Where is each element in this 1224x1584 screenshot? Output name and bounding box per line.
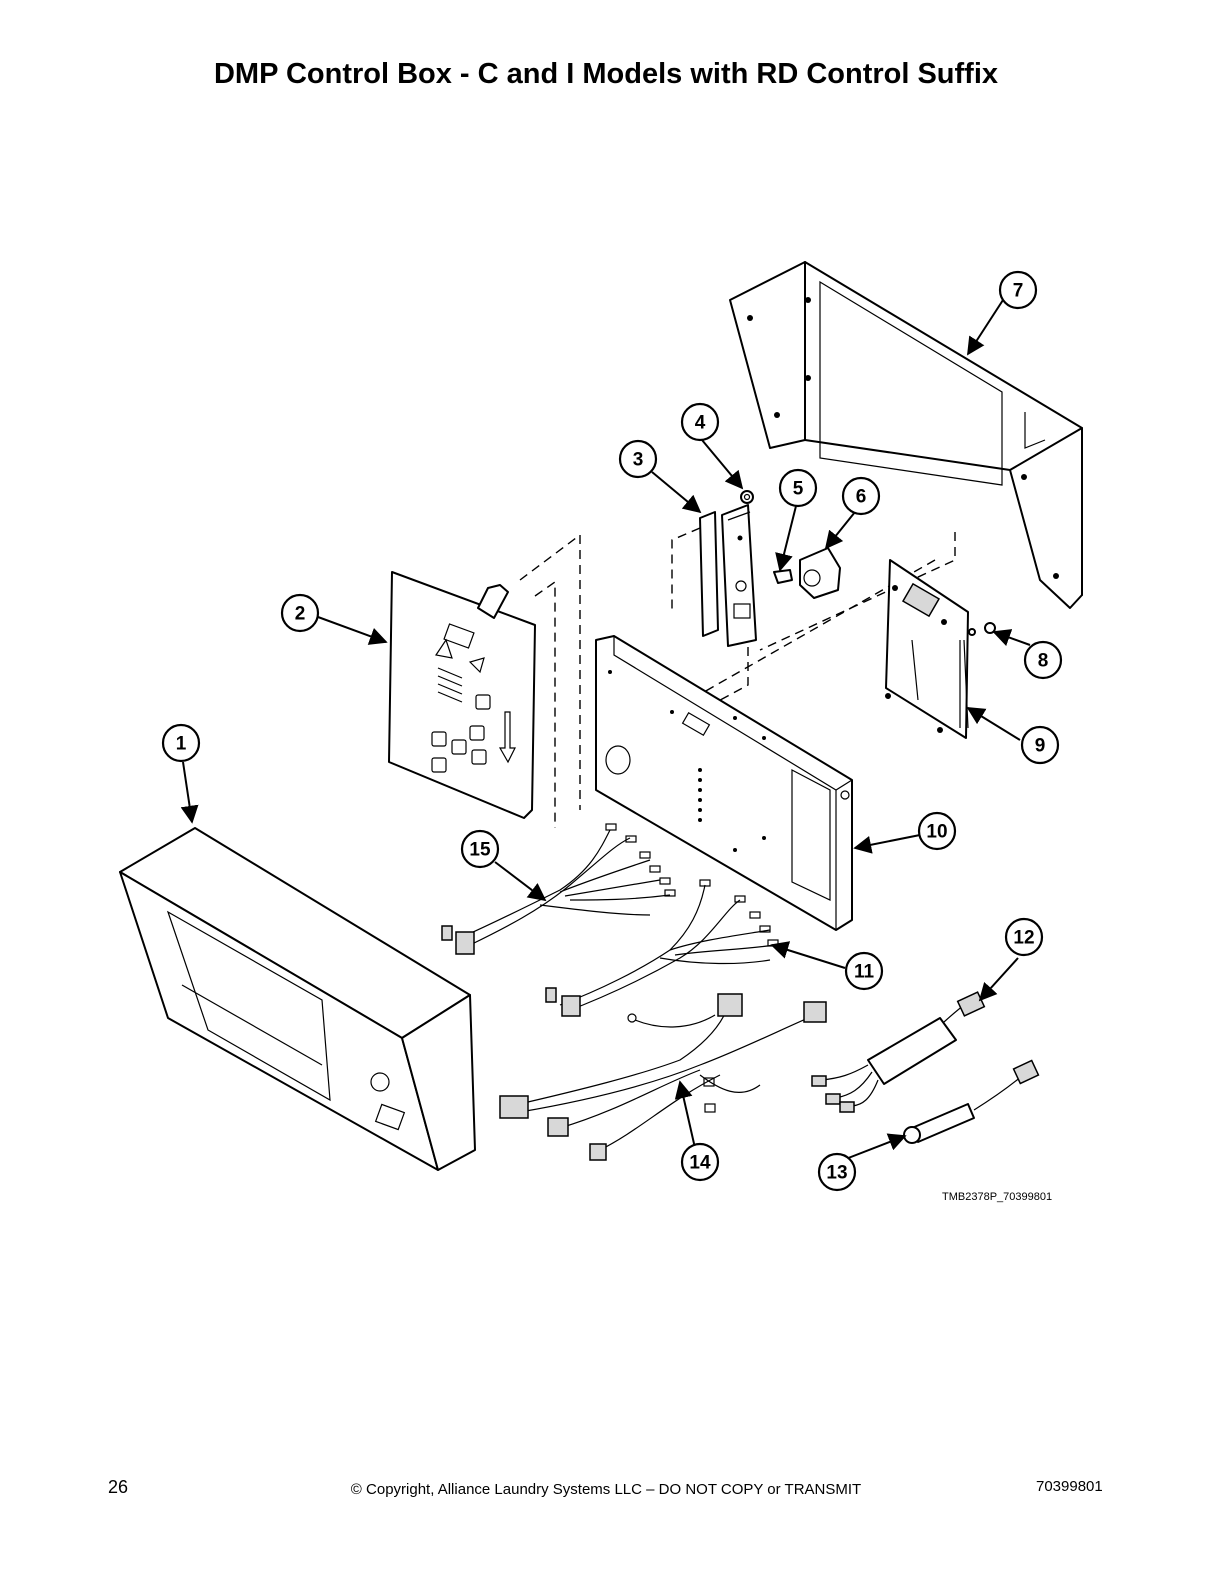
part-control-board	[885, 559, 969, 739]
figure-id: TMB2378P_70399801	[942, 1191, 1052, 1203]
leader-lines	[180, 299, 1031, 1163]
callout-5: 5	[778, 468, 818, 508]
copyright-notice: © Copyright, Alliance Laundry Systems LL…	[350, 1481, 862, 1498]
callout-10: 10	[917, 811, 957, 851]
callout-3: 3	[618, 439, 658, 479]
callout-12: 12	[1004, 917, 1044, 957]
part-filter	[811, 991, 986, 1113]
part-sensor	[903, 1059, 1040, 1144]
callout-13: 13	[817, 1152, 857, 1192]
part-rear-cover	[729, 261, 1083, 609]
callout-2-label: 2	[295, 604, 306, 625]
part-control-panel	[595, 635, 853, 931]
callout-3-label: 3	[633, 450, 644, 471]
callout-9: 9	[1020, 725, 1060, 765]
part-standoff	[968, 622, 996, 636]
part-clip	[773, 569, 793, 584]
part-rotary-switch	[799, 547, 841, 599]
part-nut	[740, 490, 754, 504]
part-wire-harness-15	[441, 823, 676, 955]
callout-6: 6	[841, 476, 881, 516]
part-wire-harness-14	[499, 993, 827, 1161]
page-number: 26	[108, 1477, 129, 1497]
page-title: DMP Control Box - C and I Models with RD…	[213, 58, 999, 90]
callout-8: 8	[1023, 640, 1063, 680]
callout-4: 4	[680, 402, 720, 442]
callout-12-label: 12	[1013, 928, 1034, 949]
callout-15: 15	[460, 829, 500, 869]
callout-11-label: 11	[854, 962, 875, 983]
callout-1-label: 1	[176, 734, 187, 755]
callout-9-label: 9	[1035, 736, 1046, 757]
callout-14-label: 14	[689, 1153, 711, 1174]
callout-2: 2	[280, 593, 320, 633]
part-keypad-overlay	[388, 571, 536, 819]
callout-1: 1	[161, 723, 201, 763]
part-bracket	[699, 504, 757, 647]
callout-7-label: 7	[1013, 281, 1024, 302]
callout-4-label: 4	[695, 413, 706, 434]
callout-14: 14	[680, 1142, 720, 1182]
callout-6-label: 6	[856, 487, 867, 508]
callout-13-label: 13	[826, 1163, 847, 1184]
callout-5-label: 5	[793, 479, 804, 500]
part-front-cover	[119, 827, 476, 1171]
callout-8-label: 8	[1038, 651, 1049, 672]
callout-15-label: 15	[469, 840, 491, 861]
part-wire-harness-11	[545, 879, 779, 1017]
callout-7: 7	[998, 270, 1038, 310]
document-number: 70399801	[1036, 1478, 1103, 1495]
callout-11: 11	[844, 951, 884, 991]
callout-10-label: 10	[926, 822, 947, 843]
